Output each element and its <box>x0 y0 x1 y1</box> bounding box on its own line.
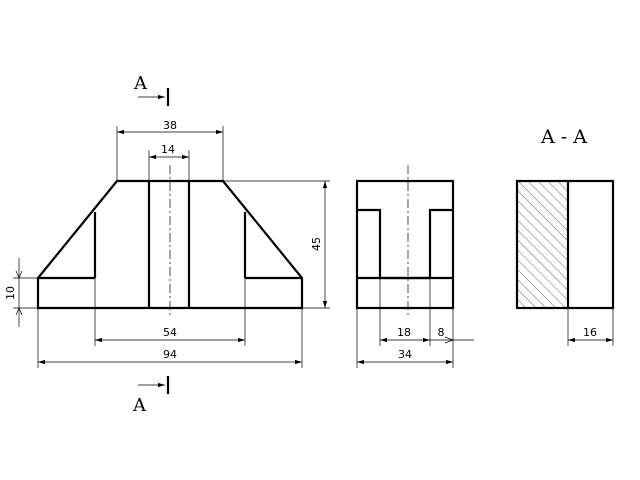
dim-16-text: 16 <box>583 326 597 339</box>
section-title: A - A <box>540 126 587 148</box>
dim-10-text: 10 <box>4 286 17 300</box>
section-outline <box>515 179 615 310</box>
dim-38-text: 38 <box>163 119 177 132</box>
front-view <box>36 165 304 318</box>
side-view <box>355 165 455 318</box>
dim-45-text: 45 <box>310 237 323 251</box>
section-view: A - A <box>515 126 615 310</box>
dim-8-text: 8 <box>438 326 445 339</box>
dim-18-text: 18 <box>397 326 411 339</box>
section-dimensions: 16 <box>567 308 614 346</box>
side-dimensions: 18 8 34 <box>356 278 474 368</box>
section-hatched-area <box>517 181 568 308</box>
dim-94-text: 94 <box>163 348 177 361</box>
front-dimensions: 38 14 45 10 54 94 <box>4 119 330 368</box>
dim-34-text: 34 <box>398 348 412 361</box>
dim-14-text: 14 <box>161 143 175 156</box>
section-marker-top: A <box>133 73 170 106</box>
side-outline <box>355 179 455 310</box>
section-letter-top: A <box>133 73 148 94</box>
side-inner-profile <box>357 208 453 280</box>
dim-54-text: 54 <box>163 326 177 339</box>
section-letter-bottom: A <box>132 395 147 416</box>
section-marker-bottom: A <box>132 376 170 416</box>
